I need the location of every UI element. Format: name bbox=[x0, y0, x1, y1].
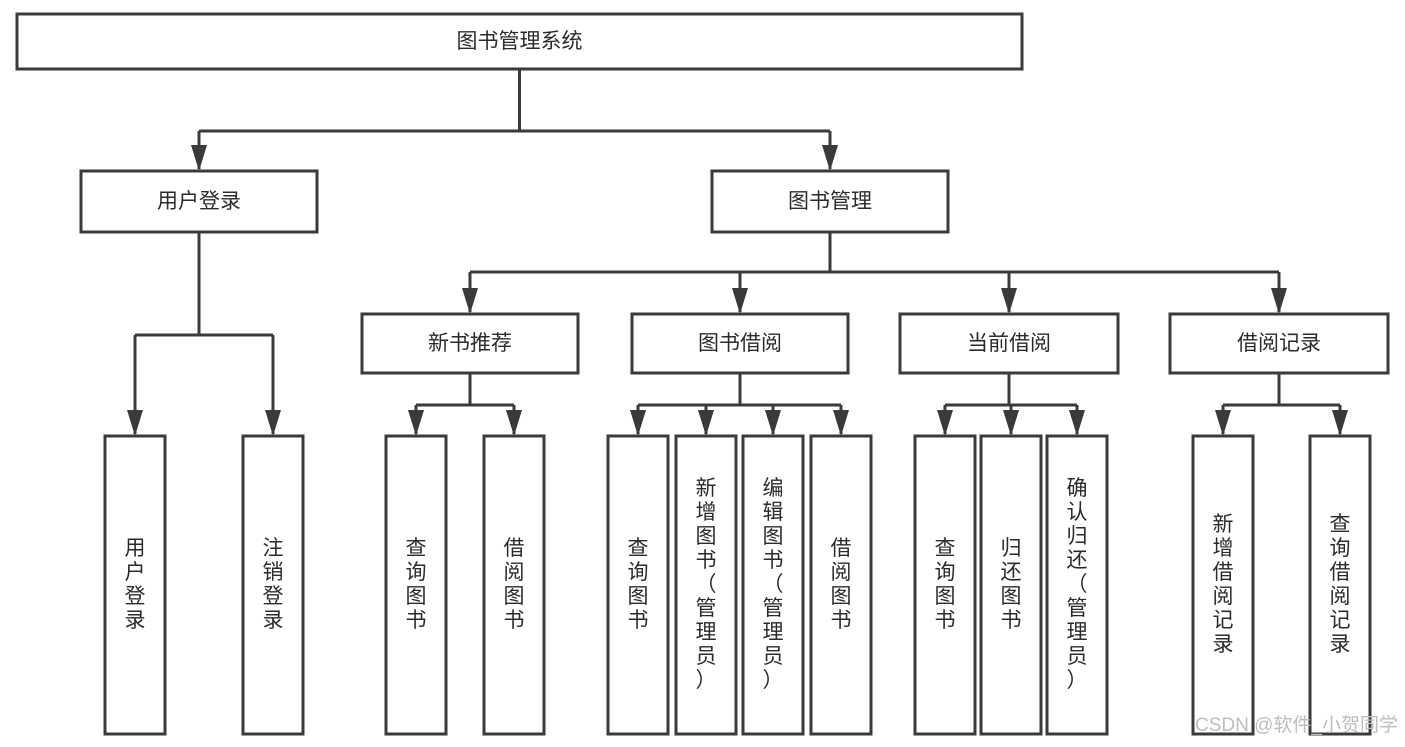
node-book-borrow[interactable]: 图书借阅 bbox=[630, 312, 850, 375]
node-current-borrow[interactable]: 当前借阅 bbox=[898, 312, 1120, 375]
node-box-cb-query-book[interactable] bbox=[913, 434, 977, 736]
arrow-to-bb-add-book bbox=[698, 410, 714, 436]
node-box-book-borrow[interactable] bbox=[630, 312, 850, 375]
node-box-bb-add-book[interactable] bbox=[674, 434, 738, 736]
node-bb-add-book[interactable]: 新增图书（管理员） bbox=[674, 434, 738, 736]
node-label-cb-query-book: 查询图书 bbox=[935, 537, 956, 632]
node-box-user-login-leaf[interactable] bbox=[103, 434, 167, 736]
node-label-nb-query-book: 查询图书 bbox=[406, 537, 427, 632]
arrow-to-cb-query-book bbox=[937, 410, 953, 436]
node-box-nb-query-book[interactable] bbox=[384, 434, 448, 736]
node-layer: 图书管理系统用户登录图书管理用户登录注销登录新书推荐查询图书借阅图书图书借阅查询… bbox=[15, 12, 1390, 736]
arrow-to-bb-query-book bbox=[630, 410, 646, 436]
arrow-to-cb-confirm-return bbox=[1069, 410, 1085, 436]
node-box-root[interactable] bbox=[15, 12, 1024, 71]
arrow-to-user-login bbox=[191, 145, 207, 171]
node-label-cb-return-book: 归还图书 bbox=[1001, 537, 1022, 632]
node-label-user-logout-leaf: 注销登录 bbox=[263, 537, 284, 632]
node-user-login-leaf[interactable]: 用户登录 bbox=[103, 434, 167, 736]
node-box-user-login[interactable] bbox=[79, 169, 319, 234]
node-box-nb-borrow-book[interactable] bbox=[482, 434, 546, 736]
node-cb-return-book[interactable]: 归还图书 bbox=[979, 434, 1043, 736]
node-book-management[interactable]: 图书管理 bbox=[710, 169, 950, 234]
node-box-bb-borrow-book[interactable] bbox=[809, 434, 873, 736]
node-box-bb-query-book[interactable] bbox=[606, 434, 670, 736]
node-label-nb-borrow-book: 借阅图书 bbox=[504, 537, 525, 632]
arrow-to-user-login-leaf bbox=[127, 410, 143, 436]
arrow-to-bb-edit-book bbox=[765, 410, 781, 436]
node-bb-query-book[interactable]: 查询图书 bbox=[606, 434, 670, 736]
node-box-current-borrow[interactable] bbox=[898, 312, 1120, 375]
node-label-bb-query-book: 查询图书 bbox=[628, 537, 649, 632]
arrow-to-new-book-recommend bbox=[462, 288, 478, 314]
arrow-to-br-query-record bbox=[1332, 410, 1348, 436]
node-user-login[interactable]: 用户登录 bbox=[79, 169, 319, 234]
node-label-root: 图书管理系统 bbox=[457, 30, 583, 53]
node-label-br-add-record: 新增借阅记录 bbox=[1213, 513, 1234, 656]
node-user-logout-leaf[interactable]: 注销登录 bbox=[241, 434, 305, 736]
watermark-label: CSDN @软件_小贺同学 bbox=[1195, 714, 1398, 736]
node-label-current-borrow: 当前借阅 bbox=[967, 332, 1051, 355]
connector-layer bbox=[127, 69, 1348, 436]
node-bb-borrow-book[interactable]: 借阅图书 bbox=[809, 434, 873, 736]
node-box-cb-confirm-return[interactable] bbox=[1045, 434, 1109, 736]
node-label-new-book-recommend: 新书推荐 bbox=[428, 332, 512, 355]
node-label-book-borrow: 图书借阅 bbox=[698, 332, 782, 355]
node-bb-edit-book[interactable]: 编辑图书（管理员） bbox=[741, 434, 805, 736]
node-br-add-record[interactable]: 新增借阅记录 bbox=[1191, 434, 1255, 736]
node-label-bb-borrow-book: 借阅图书 bbox=[831, 537, 852, 632]
arrow-to-cb-return-book bbox=[1003, 410, 1019, 436]
node-root[interactable]: 图书管理系统 bbox=[15, 12, 1024, 71]
node-new-book-recommend[interactable]: 新书推荐 bbox=[360, 312, 580, 375]
node-box-borrow-records[interactable] bbox=[1168, 312, 1390, 375]
node-box-br-add-record[interactable] bbox=[1191, 434, 1255, 736]
arrow-to-br-add-record bbox=[1215, 410, 1231, 436]
node-box-user-logout-leaf[interactable] bbox=[241, 434, 305, 736]
node-box-new-book-recommend[interactable] bbox=[360, 312, 580, 375]
arrow-to-book-management bbox=[822, 145, 838, 171]
arrow-to-nb-borrow-book bbox=[506, 410, 522, 436]
arrow-to-current-borrow bbox=[1001, 288, 1017, 314]
node-label-bb-add-book: 新增图书（管理员） bbox=[696, 477, 717, 692]
node-cb-confirm-return[interactable]: 确认归还（管理员） bbox=[1045, 434, 1109, 736]
node-label-borrow-records: 借阅记录 bbox=[1237, 332, 1321, 355]
arrow-to-user-logout-leaf bbox=[265, 410, 281, 436]
node-box-cb-return-book[interactable] bbox=[979, 434, 1043, 736]
arrow-to-nb-query-book bbox=[408, 410, 424, 436]
node-box-br-query-record[interactable] bbox=[1308, 434, 1372, 736]
node-br-query-record[interactable]: 查询借阅记录 bbox=[1308, 434, 1372, 736]
node-nb-query-book[interactable]: 查询图书 bbox=[384, 434, 448, 736]
node-label-br-query-record: 查询借阅记录 bbox=[1330, 513, 1351, 656]
node-label-bb-edit-book: 编辑图书（管理员） bbox=[763, 477, 784, 692]
node-label-cb-confirm-return: 确认归还（管理员） bbox=[1067, 477, 1088, 692]
node-borrow-records[interactable]: 借阅记录 bbox=[1168, 312, 1390, 375]
node-box-bb-edit-book[interactable] bbox=[741, 434, 805, 736]
node-nb-borrow-book[interactable]: 借阅图书 bbox=[482, 434, 546, 736]
node-label-user-login-leaf: 用户登录 bbox=[125, 537, 146, 632]
node-label-book-management: 图书管理 bbox=[788, 190, 872, 213]
node-cb-query-book[interactable]: 查询图书 bbox=[913, 434, 977, 736]
arrow-to-bb-borrow-book bbox=[833, 410, 849, 436]
arrow-to-borrow-records bbox=[1271, 288, 1287, 314]
node-label-user-login: 用户登录 bbox=[157, 190, 241, 213]
arrow-to-book-borrow bbox=[732, 288, 748, 314]
node-box-book-management[interactable] bbox=[710, 169, 950, 234]
